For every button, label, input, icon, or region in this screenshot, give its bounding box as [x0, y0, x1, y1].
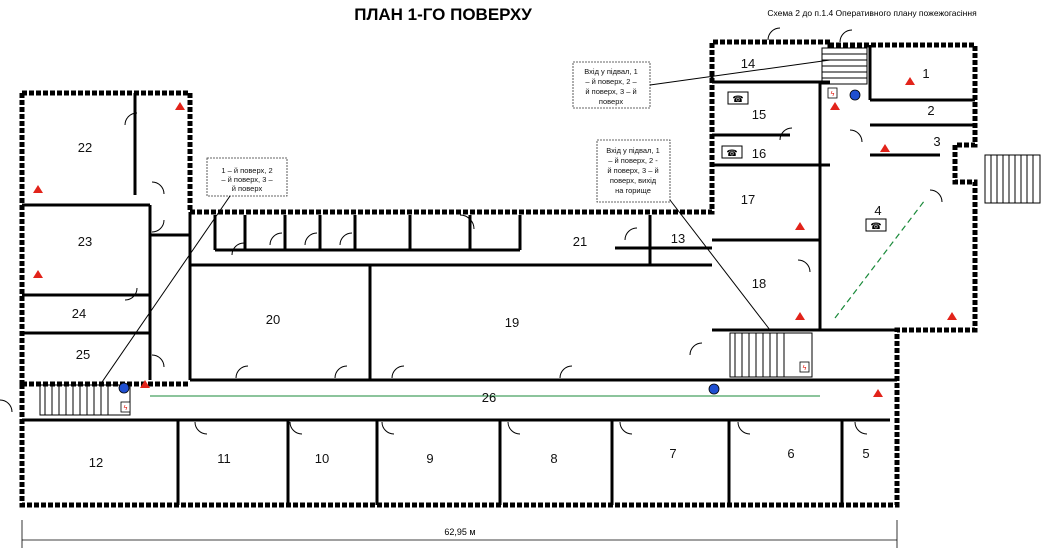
room-label: 8 — [550, 451, 557, 466]
callout-mid-line: на горище — [615, 186, 651, 195]
callout-mid-line: – й поверх, 2 - — [608, 156, 658, 165]
svg-text:☎: ☎ — [732, 94, 743, 104]
room-label: 11 — [217, 451, 231, 466]
room-label: 5 — [862, 446, 869, 461]
room-label: 15 — [752, 107, 766, 122]
room-label: 24 — [72, 306, 86, 321]
fire-extinguisher-icon — [33, 77, 957, 397]
outer-walls — [19, 39, 978, 508]
room-label: 21 — [573, 234, 587, 249]
callout-left-line: 1 – й поверх, 2 — [221, 166, 272, 175]
phone-icon: ☎ ☎ ☎ — [721, 91, 887, 232]
dimension-label: 62,95 м — [444, 527, 475, 537]
room-label: 6 — [787, 446, 794, 461]
fire-alarm-icon: ϟ ϟ ϟ — [120, 87, 838, 413]
staircase-icon — [39, 47, 1041, 416]
callout-mid: Вхід у підвал, 1 – й поверх, 2 - й повер… — [596, 139, 771, 331]
room-label: 1 — [922, 66, 929, 81]
room-label: 25 — [76, 347, 90, 362]
room-label: 7 — [669, 446, 676, 461]
room-label: 3 — [933, 134, 940, 149]
dimension-line: 62,95 м — [21, 520, 898, 548]
room-label: 9 — [426, 451, 433, 466]
plan-title: ПЛАН 1-ГО ПОВЕРХУ — [354, 5, 532, 24]
room-label: 18 — [752, 276, 766, 291]
room-label: 4 — [874, 203, 881, 218]
callout-top-line: поверх — [599, 97, 623, 106]
svg-text:ϟ: ϟ — [803, 365, 807, 372]
plan-subtitle: Схема 2 до п.1.4 Оперативного плану поже… — [767, 8, 977, 18]
room-label: 19 — [505, 315, 519, 330]
callout-top-line: – й поверх, 2 – — [585, 77, 637, 86]
svg-text:☎: ☎ — [726, 148, 737, 158]
room-label: 14 — [741, 56, 755, 71]
svg-text:ϟ: ϟ — [124, 405, 128, 412]
callout-mid-line: поверх, вихід — [610, 176, 657, 185]
interior-walls — [22, 45, 975, 505]
svg-text:ϟ: ϟ — [831, 91, 835, 98]
room-label: 16 — [752, 146, 766, 161]
room-label: 2 — [927, 103, 934, 118]
callout-top: Вхід у підвал, 1 – й поверх, 2 – й повер… — [572, 59, 831, 109]
svg-text:☎: ☎ — [870, 221, 881, 231]
room-label: 26 — [482, 390, 496, 405]
callout-left: 1 – й поверх, 2 – й поверх, 3 – й поверх — [99, 157, 288, 386]
room-label: 22 — [78, 140, 92, 155]
room-label: 12 — [89, 455, 103, 470]
room-labels: 1 2 3 4 5 6 7 8 9 10 11 12 13 14 15 16 1… — [72, 56, 941, 470]
evacuation-route — [150, 199, 926, 397]
fire-hydrant-icon — [118, 89, 861, 395]
room-label: 17 — [741, 192, 755, 207]
callout-top-line: Вхід у підвал, 1 — [584, 67, 638, 76]
room-label: 20 — [266, 312, 280, 327]
callout-left-line: й поверх — [232, 184, 263, 193]
room-label: 23 — [78, 234, 92, 249]
room-label: 13 — [671, 231, 685, 246]
doors — [0, 27, 943, 435]
room-label: 10 — [315, 451, 329, 466]
callout-mid-line: Вхід у підвал, 1 — [606, 146, 660, 155]
callout-top-line: й поверх, 3 – й — [585, 87, 636, 96]
callout-left-line: – й поверх, 3 – — [221, 175, 273, 184]
callout-mid-line: й поверх, 3 – й — [607, 166, 658, 175]
